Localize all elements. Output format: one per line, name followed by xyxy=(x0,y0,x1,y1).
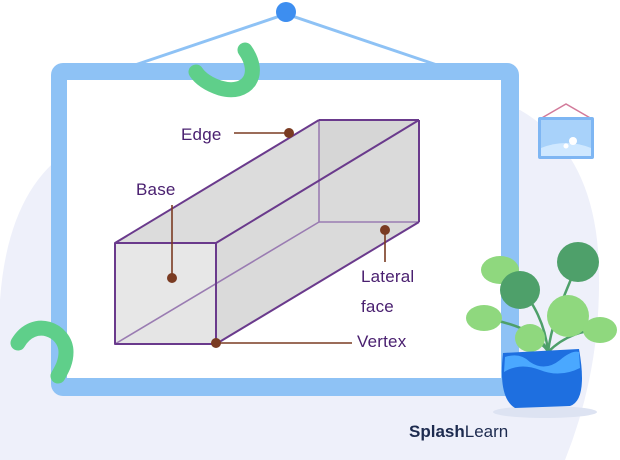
base-marker xyxy=(167,273,177,283)
lateral-face-label-line2: face xyxy=(361,297,394,316)
lateral-face-label-line1: Lateral xyxy=(361,267,415,286)
brand-logo-part2: Learn xyxy=(464,422,509,441)
base-label: Base xyxy=(136,180,176,199)
brand-logo-part1: Splash xyxy=(409,422,465,441)
lateral-face-marker xyxy=(380,225,390,235)
edge-marker xyxy=(284,128,294,138)
lateral-face-label: Lateral face xyxy=(361,262,414,322)
hanging-pin-icon xyxy=(276,2,296,22)
potted-plant-icon xyxy=(466,242,617,418)
edge-label: Edge xyxy=(181,125,222,144)
annotation-markers xyxy=(171,132,386,344)
vertex-label: Vertex xyxy=(357,332,407,351)
framed-picture-icon xyxy=(538,103,594,159)
rectangular-prism xyxy=(114,119,420,345)
prism-front-face xyxy=(115,243,216,344)
green-accent-left xyxy=(10,320,74,384)
green-accent-top xyxy=(188,42,260,98)
prism-right-face xyxy=(216,120,419,344)
vertex-marker xyxy=(211,338,221,348)
brand-logo: SplashLearn xyxy=(409,422,508,442)
